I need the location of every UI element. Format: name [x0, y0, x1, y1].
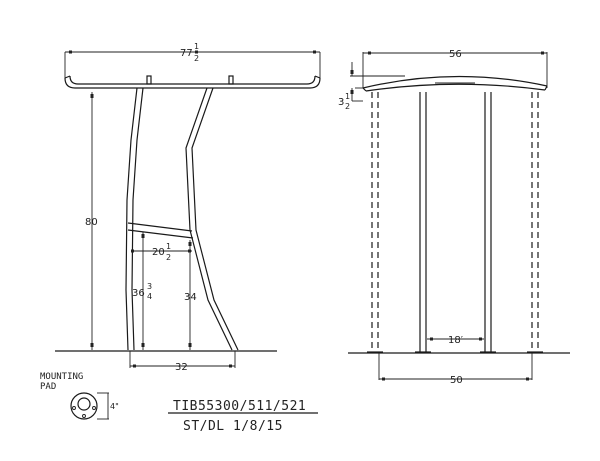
mounting-pad: MOUNTING PAD 4"	[40, 372, 119, 420]
dim-pad: 4"	[110, 402, 119, 411]
rail-tab	[146, 75, 152, 85]
front-leg-outer	[125, 87, 138, 351]
front-leg-inner	[131, 87, 144, 351]
dim-front-height: 36	[132, 288, 145, 299]
pad-center-hole-icon	[77, 397, 91, 411]
dim-frac-num: 3	[147, 282, 152, 291]
dim-overall-width: 77	[180, 48, 193, 59]
dim-frac-num: 1	[166, 242, 171, 251]
top-rail	[64, 77, 321, 89]
dim-rear-height: 34	[184, 292, 197, 303]
side-view: 77 1 2 80 20 1 2 36	[55, 42, 321, 373]
dim-top-width: 56	[449, 49, 462, 60]
dim-frac-den: 2	[345, 102, 350, 111]
brace-bottom	[127, 229, 194, 239]
top-rail-inner	[69, 75, 316, 85]
dim-inner-spacing: 18′	[448, 335, 464, 346]
dim-frac-den: 2	[194, 54, 199, 63]
top-curve-upper	[362, 75, 548, 89]
dim-base-span: 32	[175, 362, 188, 373]
rear-leg-outer	[185, 87, 233, 351]
part-number: TIB55300/511/521	[173, 399, 306, 414]
title-block: TIB55300/511/521 ST/DL 1/8/15	[168, 399, 318, 434]
front-view: 56 3 1 2	[338, 49, 570, 386]
rear-leg-inner	[191, 87, 239, 351]
dim-height: 80	[85, 217, 98, 228]
dim-brace-width: 20	[152, 247, 165, 258]
brace-top	[127, 222, 193, 232]
dim-frac-den: 4	[147, 292, 152, 301]
pad-outline-icon	[70, 392, 98, 420]
dim-frac-den: 2	[166, 253, 171, 262]
revision-note: ST/DL 1/8/15	[183, 419, 283, 434]
dim-base-width: 50	[450, 375, 463, 386]
mounting-pad-label-2: PAD	[40, 382, 56, 392]
rail-tab	[228, 75, 234, 85]
dim-crown: 3	[338, 97, 344, 108]
mounting-pad-label: MOUNTING	[40, 372, 83, 382]
dim-frac-num: 1	[194, 42, 199, 51]
top-curve-lower	[365, 83, 546, 92]
dim-frac-num: 1	[345, 92, 350, 101]
